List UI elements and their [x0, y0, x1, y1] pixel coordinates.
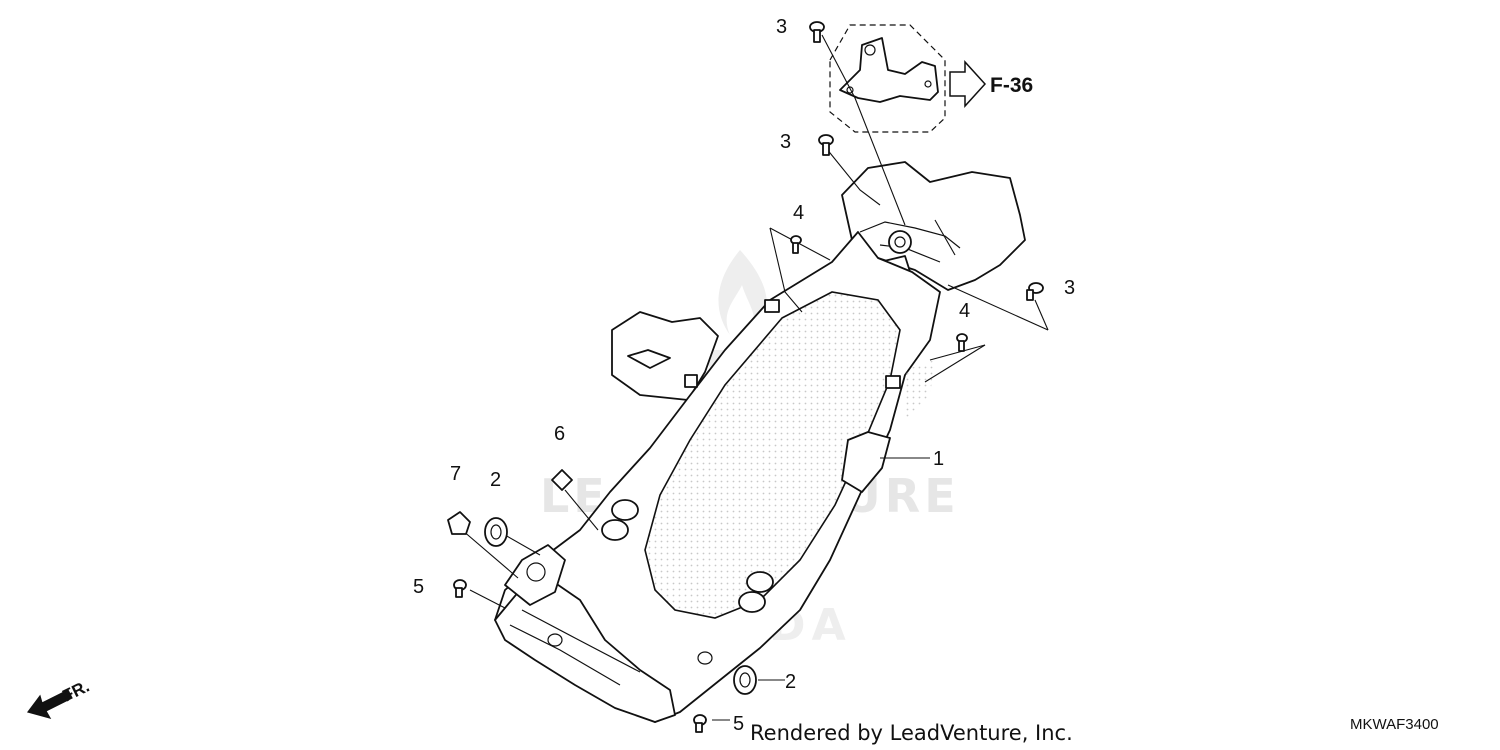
bracket-inset-dashed-outline: [829, 24, 946, 133]
fender-left-socket: [504, 544, 566, 606]
screw-icon: [790, 235, 802, 254]
bracket-part: [839, 37, 939, 103]
bolt-icon: [1026, 282, 1044, 301]
callout-5: 5: [413, 576, 424, 598]
hardware: [447, 21, 1044, 733]
grommet-icon: [733, 665, 757, 695]
callout-1: 1: [933, 448, 944, 470]
screw-icon: [693, 714, 707, 733]
fender-clip-upper: [764, 299, 780, 313]
fender-right-bracket: [841, 431, 891, 493]
nut-icon: [551, 469, 573, 491]
fender-front-lower-lines: [509, 609, 641, 686]
front-direction: FR.: [26, 677, 92, 719]
fender-clip-right: [885, 375, 901, 389]
credit-text: Rendered by LeadVenture, Inc.: [750, 721, 1073, 745]
fender-hole-right-upper: [746, 571, 774, 593]
callout-7: 7: [450, 463, 461, 485]
callouts: 3 3 3 4 4 1 6 7 2 5 2 5: [413, 16, 1075, 735]
callout-4: 4: [793, 202, 804, 224]
bolt-icon: [818, 134, 834, 156]
reference-arrow-icon: [949, 60, 987, 108]
callout-3: 3: [780, 131, 791, 153]
callout-4: 4: [959, 300, 970, 322]
screw-icon: [956, 333, 968, 352]
fender-clip-left: [684, 374, 698, 388]
screw-icon: [453, 579, 467, 598]
fender-shade: [905, 360, 935, 420]
fender-hole-left-upper: [611, 499, 639, 521]
callout-2: 2: [785, 671, 796, 693]
reference-label: F-36: [990, 74, 1033, 97]
diagram-code: MKWAF3400: [1350, 716, 1439, 733]
bolt-icon: [809, 21, 825, 43]
callout-3: 3: [776, 16, 787, 38]
front-arrow-icon: [26, 689, 73, 719]
fender-rear-boss: [888, 230, 912, 254]
fender-hole-left-lower: [601, 519, 629, 541]
fender-hole-right-lower: [738, 591, 766, 613]
grommet-icon: [484, 517, 508, 547]
callout-3: 3: [1064, 277, 1075, 299]
callout-5: 5: [733, 713, 744, 735]
callout-2: 2: [490, 469, 501, 491]
leader-lines: [461, 34, 1049, 721]
clip-nut-icon: [447, 511, 471, 535]
bracket-inset: F-36: [829, 24, 1033, 133]
rear-fender-part: [494, 161, 1026, 723]
callout-6: 6: [554, 423, 565, 445]
fender-left-arrow-mark: [627, 349, 671, 369]
